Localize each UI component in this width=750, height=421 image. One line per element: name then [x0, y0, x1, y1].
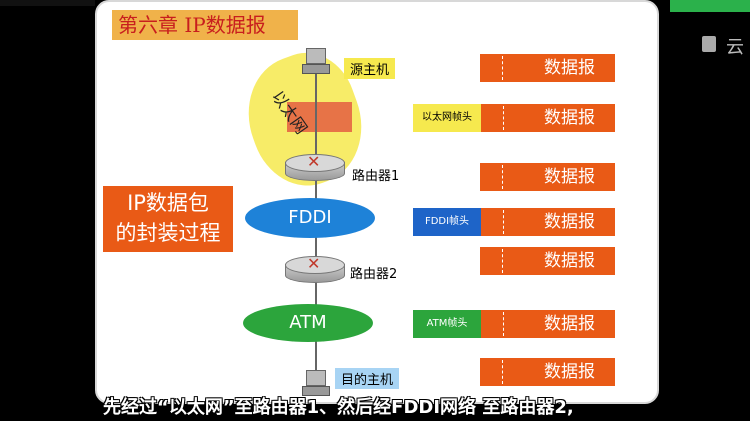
packet-payload: 数据报 — [544, 212, 595, 232]
cloud-logo: 云 — [700, 34, 748, 58]
fddi-cloud: FDDI — [245, 198, 375, 238]
ethernet-frame-header: 以太网帧头 — [413, 104, 481, 132]
packet-payload: 数据报 — [544, 108, 595, 128]
router2-label: 路由器2 — [350, 267, 398, 282]
video-subtitle: 先经过“以太网”至路由器1、然后经FDDI网络 至路由器2, — [103, 397, 574, 418]
packet-row: 数据报 — [481, 310, 615, 338]
fddi-frame-header: FDDI帧头 — [413, 208, 481, 236]
packet-row: 数据报 — [480, 54, 615, 82]
source-host-label: 源主机 — [344, 58, 396, 79]
top-bar-left — [0, 0, 95, 6]
encapsulation-line1: IP数据包 — [127, 191, 209, 215]
packet-payload: 数据报 — [544, 58, 595, 78]
atm-cloud: ATM — [243, 304, 373, 342]
encapsulation-box: IP数据包 的封装过程 — [103, 186, 233, 252]
packet-payload: 数据报 — [544, 314, 595, 334]
logo-square-icon — [702, 36, 716, 52]
packet-row: 数据报 — [480, 358, 615, 386]
ethernet-highlight — [287, 102, 352, 132]
encapsulation-line2: 的封装过程 — [115, 221, 221, 245]
packet-row: 数据报 — [481, 104, 615, 132]
packet-payload: 数据报 — [544, 167, 595, 187]
packet-row: 数据报 — [480, 247, 615, 275]
top-bar-right — [670, 0, 750, 12]
packet-row: 数据报 — [480, 163, 615, 191]
router1-label: 路由器1 — [352, 169, 400, 184]
slide-title: 第六章 IP数据报 — [112, 10, 298, 40]
router2-icon: ✕ — [285, 254, 345, 288]
packet-payload: 数据报 — [544, 251, 595, 271]
packet-row: 数据报 — [481, 208, 615, 236]
atm-frame-header: ATM帧头 — [413, 310, 481, 338]
packet-payload: 数据报 — [544, 362, 595, 382]
dest-host-label: 目的主机 — [335, 368, 400, 389]
source-host-icon — [302, 48, 330, 74]
dest-host-icon — [302, 370, 330, 396]
logo-text: 云 — [726, 37, 744, 58]
router1-icon: ✕ — [285, 152, 345, 186]
